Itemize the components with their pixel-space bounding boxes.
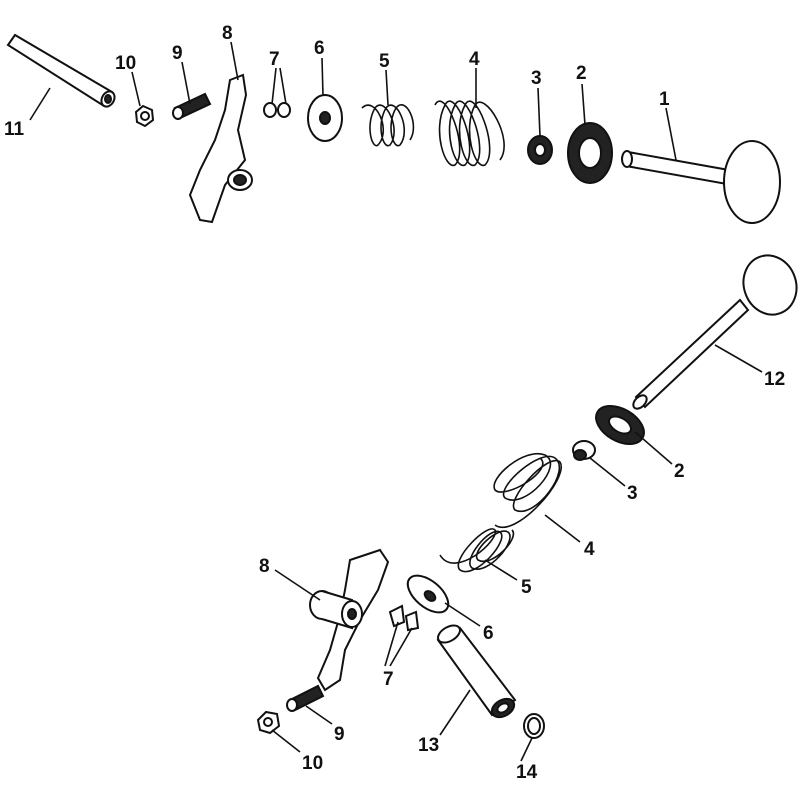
label-9-lower: 9 (334, 724, 345, 745)
upper-leader-lines (29, 41, 677, 161)
part-11-rocker-shaft (6, 33, 116, 108)
label-5: 5 (379, 51, 390, 72)
part-7-collets-lower (388, 604, 420, 632)
label-14: 14 (516, 762, 538, 783)
label-3-lower: 3 (627, 483, 638, 504)
label-2: 2 (576, 63, 587, 84)
label-9: 9 (172, 43, 183, 64)
label-2-lower: 2 (674, 461, 685, 482)
part-1-valve (621, 140, 781, 224)
label-7-lower: 7 (383, 669, 394, 690)
part-7-collets (263, 102, 291, 118)
label-12: 12 (764, 369, 785, 390)
upper-part-labels: 11 10 9 8 7 6 5 4 3 2 1 (4, 23, 670, 140)
label-8-lower: 8 (259, 556, 270, 577)
label-8: 8 (222, 23, 233, 44)
part-3-valve-seal (527, 135, 553, 165)
label-6-lower: 6 (483, 623, 494, 644)
part-6-spring-retainer-lower (406, 574, 450, 614)
part-8-rocker-arm-lower (309, 548, 390, 692)
part-4-outer-spring-lower (493, 452, 562, 533)
part-10-nut (134, 104, 155, 128)
label-3: 3 (531, 68, 542, 89)
part-9-adjusting-screw-lower (286, 684, 325, 712)
lower-part-labels: 12 2 3 4 5 6 7 8 9 10 13 14 (259, 369, 785, 783)
label-4-lower: 4 (584, 539, 595, 560)
label-10: 10 (115, 53, 136, 74)
part-4-outer-spring (434, 100, 505, 167)
label-6: 6 (314, 38, 325, 59)
label-11: 11 (4, 119, 25, 140)
part-13-rocker-shaft-lower (436, 624, 517, 719)
label-7: 7 (269, 49, 280, 70)
part-6-spring-retainer (307, 94, 343, 142)
label-1: 1 (659, 89, 670, 110)
part-8-rocker-arm (188, 73, 253, 224)
part-10-nut-lower (256, 710, 281, 735)
lower-leader-lines (271, 344, 763, 762)
label-13: 13 (418, 735, 439, 756)
part-12-valve (632, 254, 798, 410)
label-4: 4 (469, 49, 480, 70)
part-5-inner-spring (361, 104, 415, 147)
part-14-washer (523, 713, 545, 739)
label-10-lower: 10 (302, 753, 323, 774)
part-2-spring-seat (567, 122, 613, 184)
part-9-adjusting-screw (172, 92, 212, 120)
label-5-lower: 5 (521, 577, 532, 598)
part-5-inner-spring-lower (439, 528, 515, 573)
part-3-valve-seal-lower (572, 440, 596, 461)
